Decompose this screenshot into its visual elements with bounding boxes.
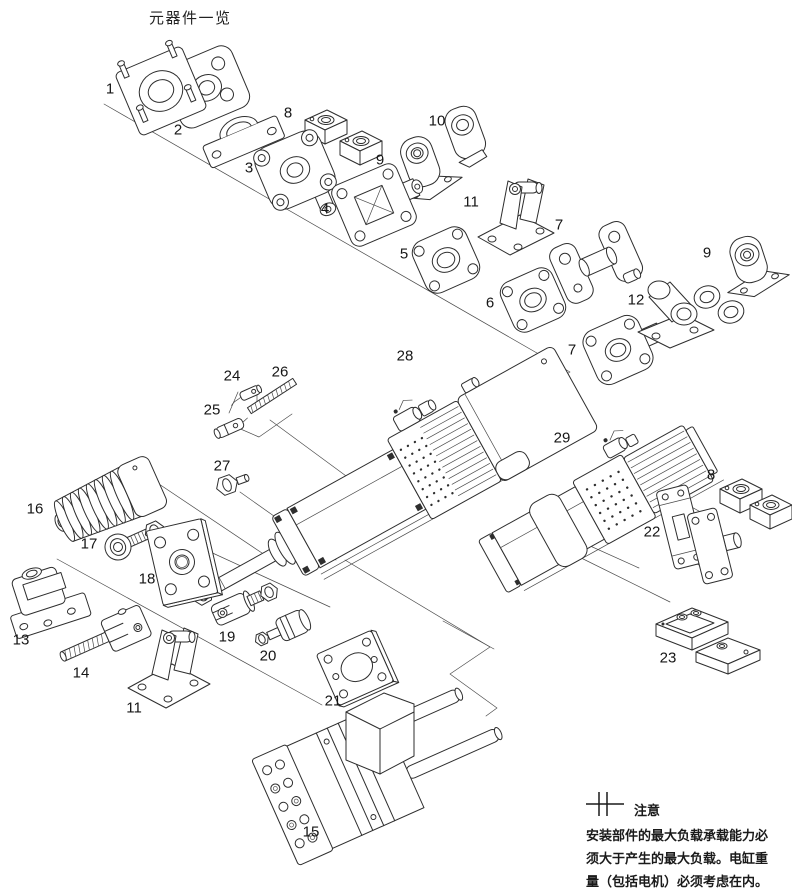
part-label-12: 12 [627, 291, 645, 309]
part-18-flange-plate [146, 518, 223, 608]
part-8-trunnion-block-right-a [719, 478, 763, 514]
part-24-sensor [231, 384, 263, 406]
part-11-clevis-foot-bottom [127, 627, 211, 709]
part-9-bearing-ring-b [717, 300, 745, 324]
part-label-23: 23 [659, 649, 677, 667]
part-28-actuator [191, 346, 598, 606]
motor-connectors [602, 430, 639, 459]
clamp-icon [586, 792, 624, 816]
part-label-18: 18 [138, 570, 156, 588]
part-26-sensor-rail [246, 377, 298, 415]
part-8-trunnion-block-right-b [749, 494, 792, 530]
caution-label: 注意 [634, 803, 661, 818]
part-label-2: 2 [173, 121, 183, 139]
part-29-actuator [478, 425, 724, 593]
part-label-25: 25 [203, 401, 221, 419]
part-label-8: 8 [706, 466, 716, 484]
guide-unit-tongue [345, 692, 415, 775]
part-label-20: 20 [259, 647, 277, 665]
part-label-11: 11 [463, 193, 479, 211]
part-label-7: 7 [567, 341, 577, 359]
part-4-flange-trunnion [331, 163, 424, 247]
part-label-28: 28 [396, 347, 414, 365]
caution-text: 安装部件的最大负载承载能力必 须大于产生的最大负载。电缸重 量（包括电机）必须考… [586, 824, 792, 888]
part-1-swivel-flange [115, 39, 251, 136]
part-27-hex-bolt [216, 473, 250, 496]
caution-line-3: 量（包括电机）必须考虑在内。 [586, 874, 769, 888]
part-7-flange-clevis [582, 314, 666, 386]
part-label-3: 3 [244, 159, 254, 177]
part-label-4: 4 [320, 200, 330, 218]
part-9-eye-bracket-right [727, 235, 790, 298]
part-label-14: 14 [72, 664, 90, 682]
part-23-profile-blocks [655, 607, 761, 675]
part-9-bearing-ring-a [693, 285, 721, 309]
part-label-16: 16 [26, 500, 44, 518]
caution-line-1: 安装部件的最大负载承载能力必 [586, 828, 769, 843]
part-label-13: 13 [12, 631, 30, 649]
part-11-clevis-foot-top [477, 178, 555, 256]
part-13-clamp-mount [10, 566, 92, 639]
caution-line-2: 须大于产生的最大负载。电缸重 [586, 851, 769, 866]
part-22-mounting-plates [656, 484, 742, 585]
page-title: 元器件一览 [149, 10, 232, 27]
part-2-foot-bracket [202, 115, 285, 169]
part-25-sensor [213, 417, 248, 439]
part-label-22: 22 [643, 523, 661, 541]
part-12-pivot-bracket [637, 280, 715, 349]
part-label-7: 7 [554, 216, 564, 234]
part-label-5: 5 [399, 245, 409, 263]
part-label-17: 17 [80, 535, 98, 553]
mounting-studs [117, 39, 197, 123]
part-10-eye-bracket [444, 105, 488, 168]
part-label-10: 10 [428, 112, 446, 130]
part-label-9: 9 [375, 151, 385, 169]
part-label-15: 15 [302, 823, 320, 841]
part-15-guide-unit [251, 687, 503, 866]
part-21-front-flange-plate [316, 629, 400, 708]
part-label-8: 8 [283, 104, 293, 122]
part-7-hinge-counter-clevis [549, 221, 644, 304]
part-label-27: 27 [213, 457, 231, 475]
part-20-floating-joint [255, 609, 312, 647]
part-label-1: 1 [105, 80, 115, 98]
part-label-21: 21 [324, 692, 342, 710]
part-19-rod-clevis [210, 582, 278, 626]
part-label-6: 6 [485, 294, 495, 312]
part-14-rod-clevis-threaded [59, 605, 152, 662]
part-label-26: 26 [271, 363, 289, 381]
part-8-trunnion-block-b [339, 130, 383, 166]
caution-note: 注意 安装部件的最大负载承载能力必 须大于产生的最大负载。电缸重 量（包括电机）… [586, 786, 792, 888]
part-16-shock-absorber [53, 456, 168, 542]
part-5-flange-mount [411, 226, 481, 294]
part-label-29: 29 [553, 429, 571, 447]
part-label-11: 11 [126, 699, 142, 717]
part-6-flange-mount [499, 267, 567, 333]
part-3-swivel-flange-ball [253, 129, 337, 217]
part-label-24: 24 [223, 367, 241, 385]
part-label-19: 19 [218, 628, 236, 646]
part-label-9: 9 [702, 244, 712, 262]
motor-connectors [392, 377, 480, 432]
